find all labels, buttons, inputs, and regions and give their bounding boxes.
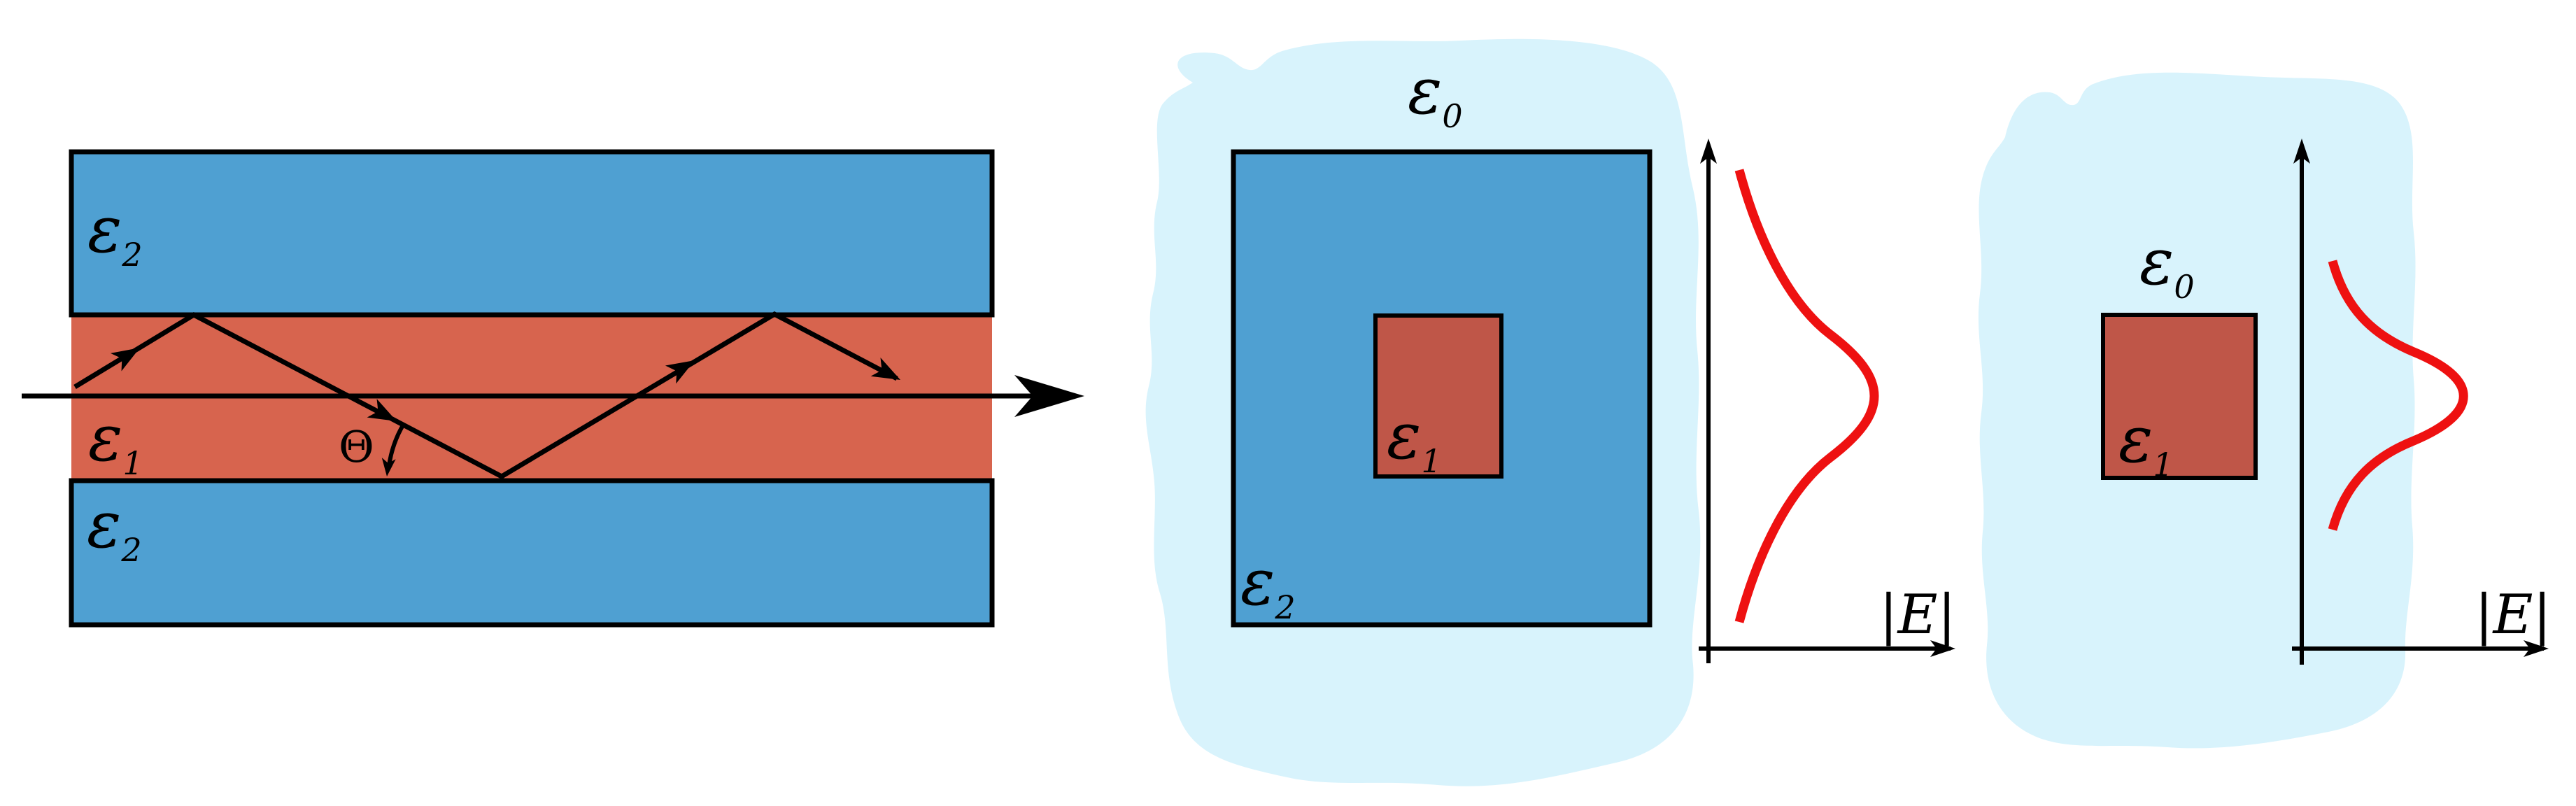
label-slab-bottom-cladding: ε2 xyxy=(87,488,142,569)
propagation-axis-arrowhead xyxy=(1014,375,1084,417)
field-axis-up-arrowhead-right xyxy=(2293,139,2310,164)
label-slab-core: ε1 xyxy=(88,401,143,482)
field-profile-curve-middle xyxy=(1734,169,1879,623)
buried-core-rect xyxy=(1373,313,1503,479)
ray-zigzag-path xyxy=(73,311,898,480)
label-bounce-angle: Θ xyxy=(339,421,374,472)
label-buried-core: ε1 xyxy=(1387,399,1442,480)
label-rib-core: ε1 xyxy=(2118,402,2174,483)
theta-arc-arrowhead xyxy=(381,458,396,476)
label-buried-cladding: ε2 xyxy=(1240,545,1296,626)
ray-arrowhead-1 xyxy=(111,348,140,372)
label-slab-top-cladding: ε2 xyxy=(87,192,143,274)
label-buried-surround: ε0 xyxy=(1408,54,1463,135)
ray-arrowhead-3 xyxy=(665,360,695,384)
slab-bottom-cladding-rect xyxy=(69,478,995,628)
label-field-magnitude-right: |E| xyxy=(2475,584,2552,646)
field-axis-right-arrowhead-middle xyxy=(1930,640,1955,657)
label-field-magnitude-middle: |E| xyxy=(1879,584,1956,646)
field-profile-curve-right xyxy=(2328,260,2468,531)
slab-top-cladding-rect xyxy=(69,149,995,318)
ray-arrowhead-4 xyxy=(870,358,900,380)
label-rib-surround: ε0 xyxy=(2139,225,2195,306)
field-axis-up-arrowhead-middle xyxy=(1700,139,1717,164)
field-axis-right-arrowhead-right xyxy=(2524,640,2549,657)
rib-core-rect xyxy=(2101,313,2258,480)
ray-arrowhead-2 xyxy=(367,399,397,421)
